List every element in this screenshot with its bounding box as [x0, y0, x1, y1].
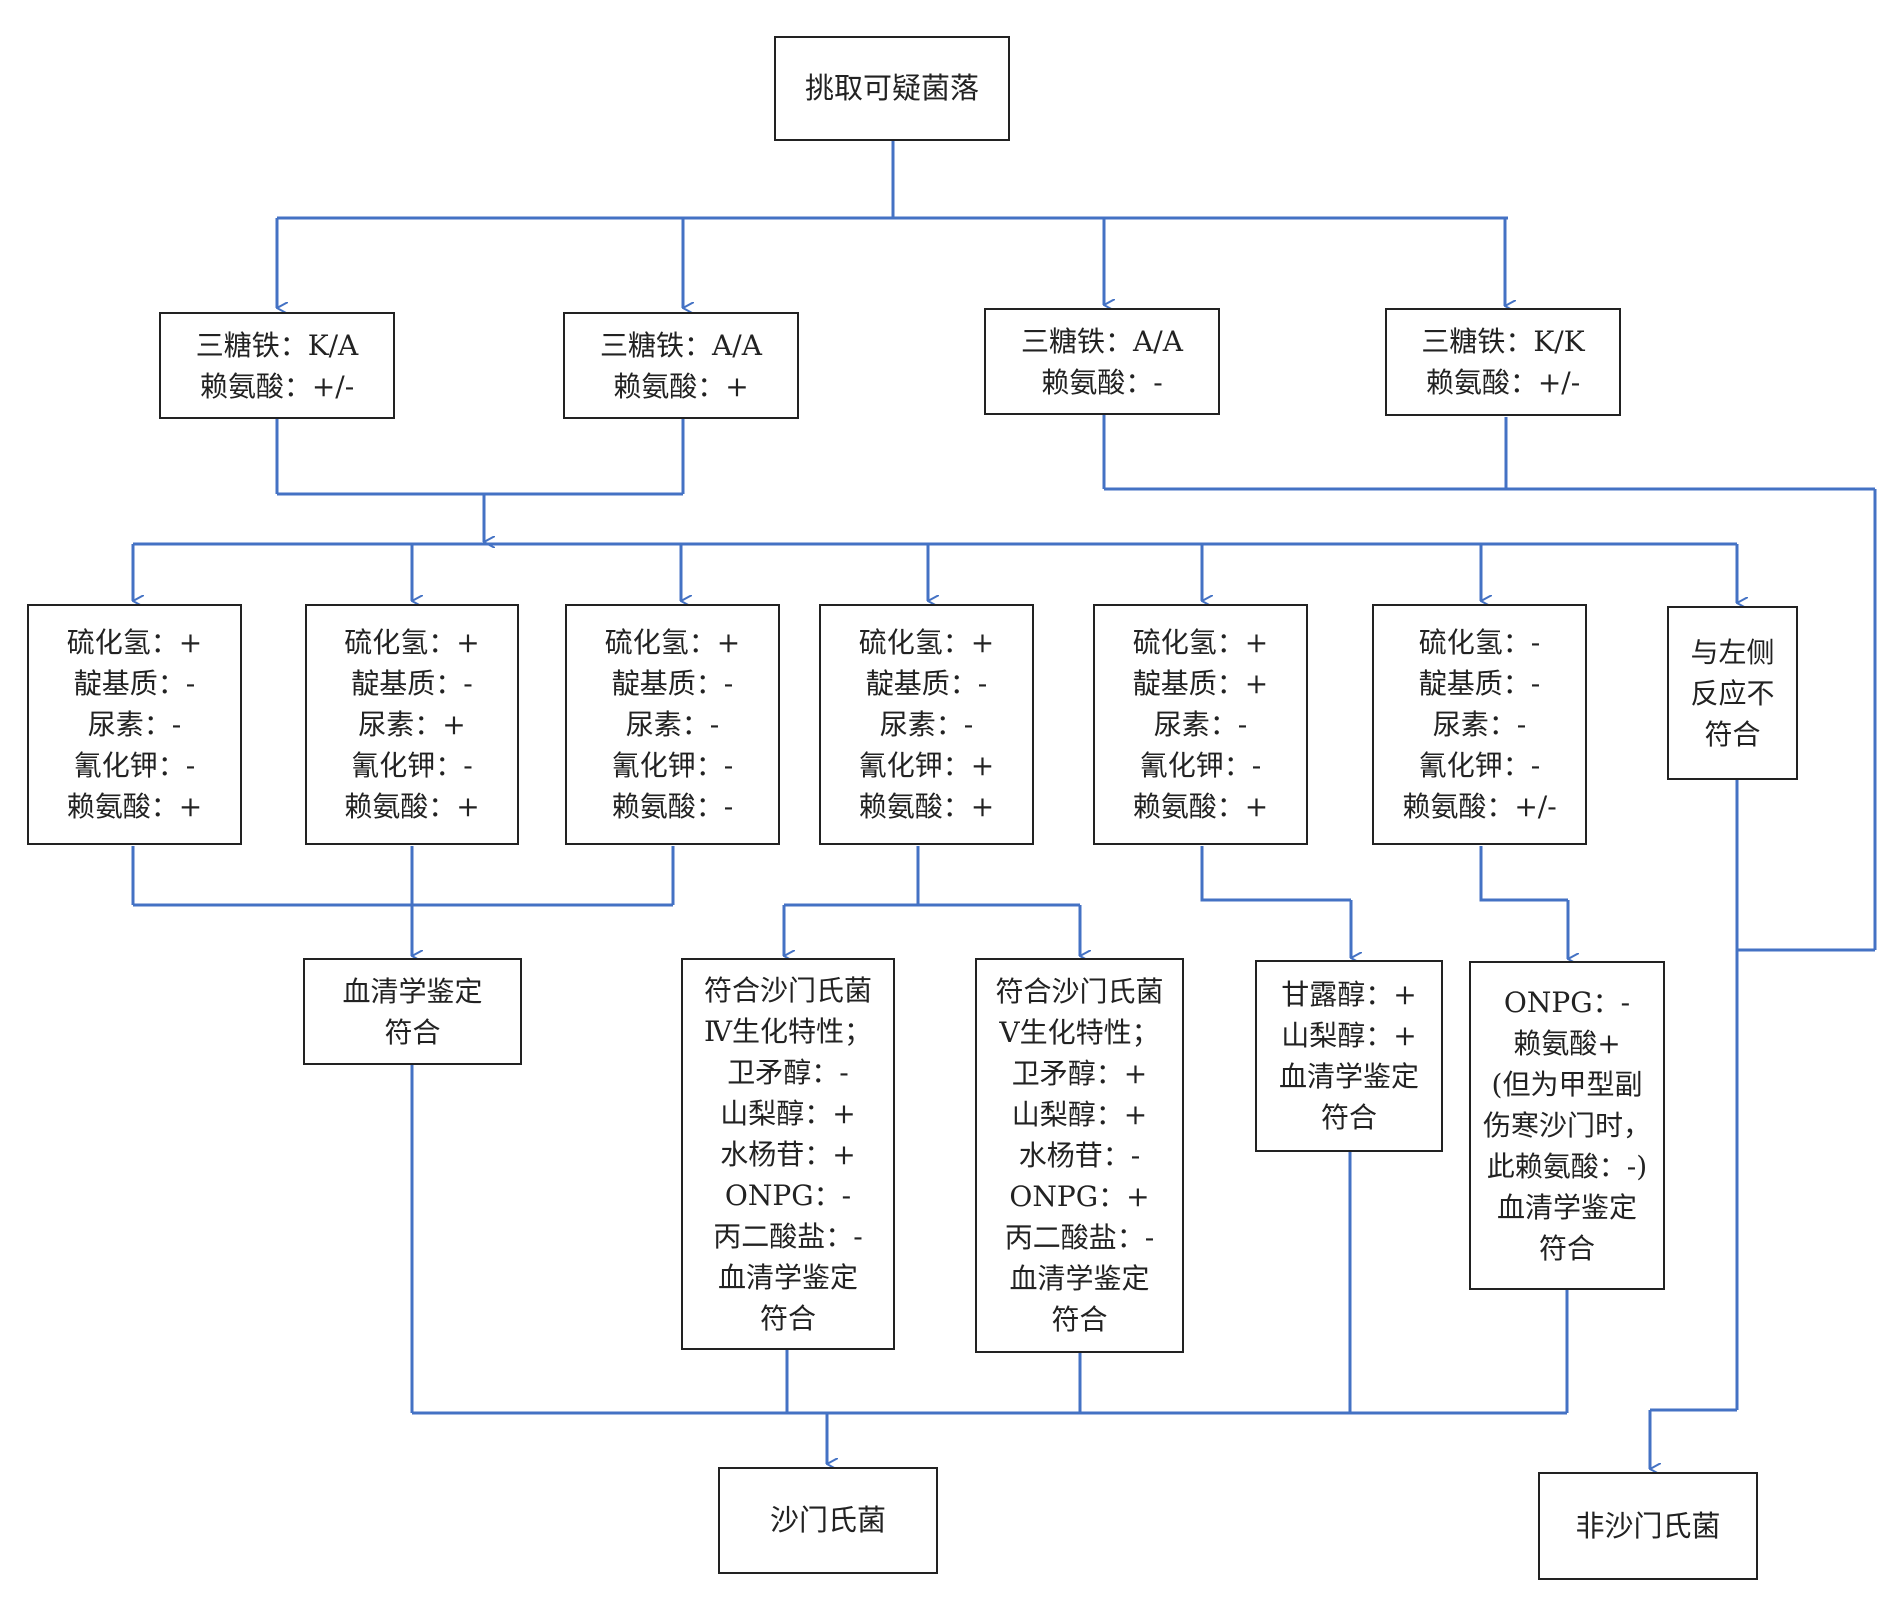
node-text-line: 此赖氨酸：-)	[1486, 1150, 1648, 1183]
node-text-line: 赖氨酸：+/-	[1425, 366, 1581, 399]
node-text-line: 山梨醇：+	[1011, 1098, 1148, 1131]
node-text-line: 反应不	[1690, 676, 1775, 710]
node-text-line: 硫化氢：+	[1132, 626, 1269, 659]
node-text-line: 靛基质：+	[1132, 667, 1269, 700]
mismatch-box: 与左侧反应不符合	[1667, 606, 1798, 780]
node-text-line: 赖氨酸：+/-	[199, 369, 355, 403]
node-text-line: 氰化钾：-	[1139, 749, 1262, 782]
node-text-line: 血清学鉴定	[342, 974, 483, 1008]
biochem-box-4: 硫化氢：+ 靛基质：- 尿素：- 氰化钾：+ 赖氨酸：+	[819, 604, 1034, 845]
node-text-line: Ⅴ生化特性；	[999, 1016, 1160, 1049]
node-text-line: (但为甲型副	[1491, 1068, 1643, 1101]
node-text-line: Ⅳ生化特性；	[704, 1014, 872, 1048]
node-text-line: 符合沙门氏菌	[703, 973, 872, 1007]
node-text-line: 山梨醇：+	[720, 1096, 856, 1130]
tsi-box-3: 三糖铁：A/A 赖氨酸：-	[984, 308, 1220, 415]
node-text-line: 血清学鉴定	[1278, 1060, 1419, 1093]
tsi-box-1: 三糖铁：K/A 赖氨酸：+/-	[159, 312, 395, 419]
salmonella-v-box: 符合沙门氏菌 Ⅴ生化特性； 卫矛醇：+ 山梨醇：+ 水杨苷：- ONPG：+ 丙二酸盐：- 血…	[975, 958, 1184, 1353]
node-text-line: 赖氨酸：+	[1132, 790, 1269, 823]
node-text-line: 靛基质：-	[73, 667, 196, 700]
node-text-line: 硫化氢：+	[344, 626, 480, 659]
node-text-line: 符合	[1704, 717, 1761, 751]
node-text-line: 赖氨酸：+/-	[1402, 790, 1557, 823]
node-text-line: 赖氨酸+	[1513, 1027, 1621, 1060]
tsi-box-2: 三糖铁：A/A 赖氨酸：+	[563, 312, 799, 419]
node-text-line: 符合沙门氏菌	[995, 975, 1164, 1008]
node-text-line: 赖氨酸：+	[66, 790, 203, 823]
node-text-line: 靛基质：-	[611, 667, 734, 700]
node-text-line: 三糖铁：K/K	[1421, 325, 1585, 358]
node-text-line: 伤寒沙门时，	[1482, 1109, 1651, 1142]
node-text-line: 山梨醇：+	[1281, 1019, 1417, 1052]
node-text-line: 硫化氢：+	[858, 626, 995, 659]
node-text-line: ONPG：+	[1009, 1180, 1150, 1213]
biochem-box-1: 硫化氢：+ 靛基质：- 尿素：- 氰化钾：- 赖氨酸：+	[27, 604, 242, 845]
node-text-line: 符合	[1320, 1101, 1377, 1134]
node-text-line: 尿素：-	[1432, 708, 1527, 741]
node-text-line: 赖氨酸：+	[344, 790, 480, 823]
node-text-line: 氰化钾：-	[351, 749, 473, 782]
salmonella-box: 沙门氏菌	[718, 1467, 938, 1574]
b5-route	[1200, 846, 1351, 902]
node-text-line: 赖氨酸：-	[1041, 365, 1163, 399]
node-text-line: 卫矛醇：-	[727, 1055, 849, 1089]
node-text-line: 硫化氢：+	[604, 626, 741, 659]
biochem-box-6: 硫化氢：- 靛基质：- 尿素：- 氰化钾：- 赖氨酸：+/-	[1372, 604, 1587, 845]
node-text-line: 丙二酸盐：-	[1004, 1221, 1155, 1254]
node-text-line: 尿素：-	[87, 708, 182, 741]
biochem-box-3: 硫化氢：+ 靛基质：- 尿素：- 氰化钾：- 赖氨酸：-	[565, 604, 780, 845]
node-text-line: 硫化氢：-	[1418, 626, 1541, 659]
node-text-line: 硫化氢：+	[66, 626, 203, 659]
node-text-line: 赖氨酸：+	[613, 369, 749, 403]
biochem-box-2: 硫化氢：+ 靛基质：- 尿素：+ 氰化钾：- 赖氨酸：+	[305, 604, 519, 845]
node-text-line: ONPG：-	[724, 1178, 852, 1212]
node-text-line: 水杨苷：-	[1018, 1139, 1141, 1172]
node-text-line: 血清学鉴定	[1009, 1262, 1150, 1295]
node-text-line: 血清学鉴定	[1496, 1191, 1637, 1224]
node-text-line: 赖氨酸：+	[858, 790, 995, 823]
node-text-line: 与左侧	[1690, 635, 1775, 669]
node-text-line: 符合	[1538, 1232, 1595, 1265]
node-text-line: 三糖铁：A/A	[600, 328, 762, 362]
node-text-line: 尿素：-	[625, 708, 720, 741]
node-text-line: 水杨苷：+	[720, 1137, 856, 1171]
node-text-line: 靛基质：-	[351, 667, 473, 700]
node-text-line: 血清学鉴定	[717, 1260, 858, 1294]
node-text-line: 赖氨酸：-	[611, 790, 734, 823]
node-text-line: 符合	[759, 1301, 816, 1335]
node-text-line: 符合	[384, 1015, 441, 1049]
node-text-line: 尿素：+	[358, 708, 466, 741]
node-text-line: ONPG：-	[1503, 986, 1631, 1019]
node-text-line: 符合	[1051, 1303, 1108, 1336]
node-text-line: 卫矛醇：+	[1011, 1057, 1148, 1090]
node-text-line: 挑取可疑菌落	[804, 71, 979, 105]
node-text-line: 氰化钾：-	[73, 749, 196, 782]
node-text-line: 尿素：-	[1153, 708, 1248, 741]
node-text-line: 三糖铁：K/A	[195, 328, 359, 362]
node-text-line: 三糖铁：A/A	[1021, 324, 1183, 358]
biochem-box-5: 硫化氢：+ 靛基质：+ 尿素：- 氰化钾：- 赖氨酸：+	[1093, 604, 1308, 845]
b6-route	[1479, 846, 1568, 902]
salmonella-iv-box: 符合沙门氏菌 Ⅳ生化特性； 卫矛醇：- 山梨醇：+ 水杨苷：+ ONPG：- 丙二酸盐：- 血…	[681, 958, 895, 1350]
node-text-line: 沙门氏菌	[769, 1503, 886, 1537]
non-salmonella-box: 非沙门氏菌	[1538, 1472, 1758, 1580]
onpg-box: ONPG：- 赖氨酸+ (但为甲型副伤寒沙门时， 此赖氨酸：-) 血清学鉴定符合	[1469, 961, 1665, 1290]
node-text-line: 非沙门氏菌	[1575, 1508, 1721, 1543]
serology-box: 血清学鉴定符合	[303, 958, 522, 1065]
node-text-line: 靛基质：-	[865, 667, 988, 700]
start-box: 挑取可疑菌落	[774, 36, 1010, 141]
node-text-line: 氰化钾：+	[858, 749, 995, 782]
node-text-line: 靛基质：-	[1418, 667, 1541, 700]
node-text-line: 丙二酸盐：-	[713, 1219, 863, 1253]
node-text-line: 甘露醇：+	[1281, 978, 1417, 1011]
node-text-line: 氰化钾：-	[611, 749, 734, 782]
node-text-line: 尿素：-	[879, 708, 974, 741]
node-text-line: 氰化钾：-	[1418, 749, 1541, 782]
mannitol-box: 甘露醇：+ 山梨醇：+ 血清学鉴定符合	[1255, 960, 1443, 1152]
tsi-box-4: 三糖铁：K/K 赖氨酸：+/-	[1385, 308, 1621, 416]
